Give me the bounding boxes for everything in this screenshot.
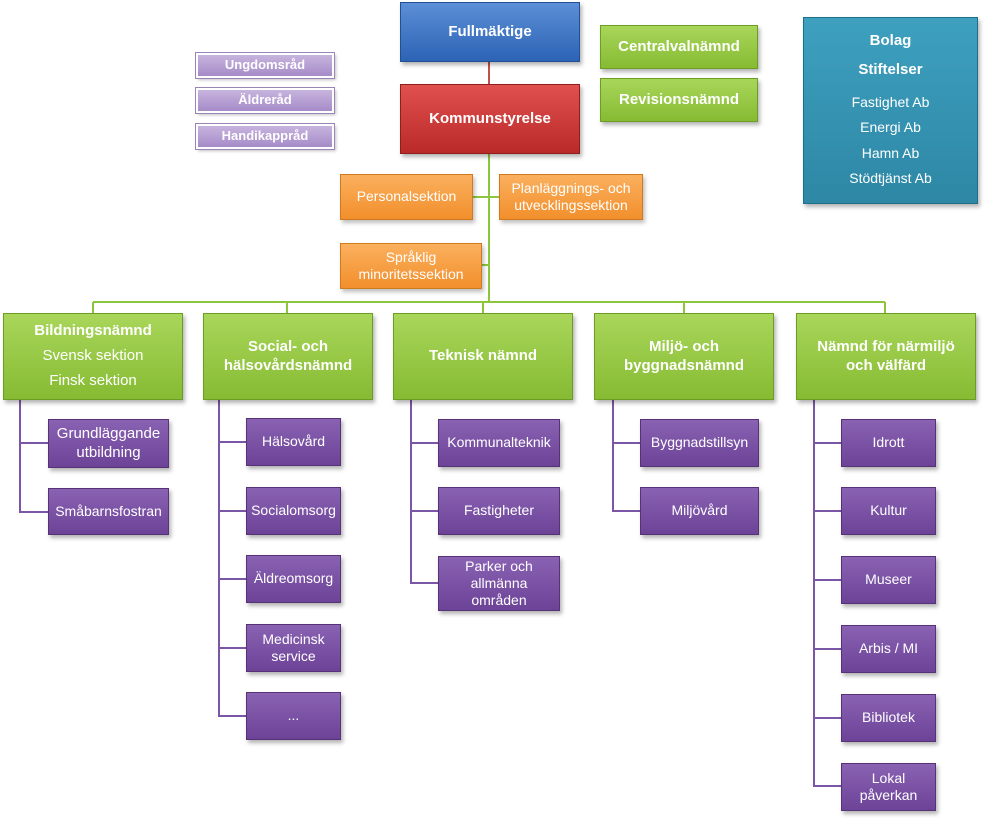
- audit-board-box: Revisionsnämnd: [600, 78, 758, 122]
- committee-title: Bildningsnämnd: [34, 322, 152, 340]
- council-label: Fullmäktige: [448, 22, 532, 40]
- unit-box: Kultur: [841, 487, 936, 535]
- committee-subsection: Svensk sektion: [42, 347, 144, 365]
- company-item: Fastighet Ab: [851, 93, 930, 110]
- council-box: Fullmäktige: [400, 2, 580, 62]
- company-item: Hamn Ab: [861, 144, 920, 161]
- unit-box: Hälsovård: [246, 418, 341, 466]
- unit-label: Lokal påverkan: [859, 769, 918, 804]
- committee-bildning: Bildningsnämnd Svensk sektion Finsk sekt…: [3, 313, 183, 400]
- bildning-bracket: [19, 400, 48, 513]
- committee-narmiljo: Nämnd för närmiljö och välfärd: [796, 313, 976, 400]
- committee-title: Miljö- och byggnadsnämnd: [624, 337, 745, 374]
- unit-box: Bibliotek: [841, 694, 936, 742]
- advisory-box-youth: Ungdomsråd: [195, 52, 335, 79]
- miljo-bracket: [612, 400, 640, 512]
- election-board-label: Centralvalnämnd: [618, 37, 740, 55]
- committee-miljo: Miljö- och byggnadsnämnd: [594, 313, 774, 400]
- minority-section-box: Språklig minoritetssektion: [340, 243, 482, 289]
- advisory-box-disability: Handikappråd: [195, 123, 335, 150]
- narmiljo-bracket: [813, 400, 841, 787]
- companies-title: Bolag: [869, 32, 912, 49]
- unit-box: Äldreomsorg: [246, 555, 341, 603]
- unit-label: Socialomsorg: [251, 502, 336, 519]
- teknisk-bracket: [410, 400, 438, 584]
- advisory-label: Äldreråd: [238, 92, 292, 108]
- unit-box: Arbis / MI: [841, 625, 936, 673]
- unit-box: Grundläggande utbildning: [48, 419, 169, 468]
- advisory-label: Ungdomsråd: [224, 57, 306, 73]
- social-bracket: [218, 400, 246, 717]
- unit-box: Fastigheter: [438, 487, 560, 535]
- advisory-box-elderly: Äldreråd: [195, 87, 335, 114]
- companies-box: Bolag Stiftelser Fastighet Ab Energi Ab …: [803, 17, 978, 204]
- unit-label: Byggnadstillsyn: [650, 434, 749, 451]
- company-item: Stödtjänst Ab: [849, 170, 932, 186]
- company-item: Energi Ab: [860, 119, 921, 135]
- committee-teknisk: Teknisk nämnd: [393, 313, 573, 400]
- minority-section-label: Språklig minoritetssektion: [358, 248, 464, 283]
- board-label: Kommunstyrelse: [429, 109, 551, 127]
- unit-box: ...: [246, 692, 341, 740]
- unit-box: Kommunalteknik: [438, 419, 560, 467]
- committee-title: Nämnd för närmiljö och välfärd: [817, 337, 955, 374]
- unit-box: Byggnadstillsyn: [640, 419, 759, 467]
- unit-box: Museer: [841, 556, 936, 604]
- unit-label: Småbarnsfostran: [55, 502, 162, 519]
- unit-box: Medicinsk service: [246, 624, 341, 672]
- planning-section-box: Planläggnings- och utvecklingssektion: [499, 174, 643, 220]
- unit-box: Socialomsorg: [246, 487, 341, 535]
- unit-label: Hälsovård: [261, 433, 326, 450]
- foundations-title: Stiftelser: [858, 60, 923, 78]
- committee-title: Teknisk nämnd: [428, 347, 538, 365]
- committee-social: Social- och hälsovårdsnämnd: [203, 313, 373, 400]
- planning-section-label: Planläggnings- och utvecklingssektion: [511, 179, 631, 214]
- unit-label: Bibliotek: [862, 709, 915, 726]
- unit-label: Museer: [865, 571, 912, 588]
- unit-label: Idrott: [872, 434, 905, 451]
- unit-label: Miljövård: [671, 502, 728, 519]
- unit-label: Äldreomsorg: [253, 570, 334, 587]
- unit-box: Idrott: [841, 419, 936, 467]
- audit-board-label: Revisionsnämnd: [618, 90, 740, 108]
- committee-title: Social- och hälsovårdsnämnd: [223, 337, 353, 374]
- unit-box: Småbarnsfostran: [48, 488, 169, 535]
- unit-label: Fastigheter: [463, 502, 535, 519]
- personal-section-label: Personalsektion: [356, 188, 457, 205]
- unit-box: Lokal påverkan: [841, 763, 936, 811]
- personal-section-box: Personalsektion: [340, 174, 473, 220]
- committee-subsection: Finsk sektion: [49, 371, 137, 389]
- unit-label: Medicinsk service: [262, 630, 325, 665]
- unit-box: Miljövård: [640, 487, 759, 535]
- election-board-box: Centralvalnämnd: [600, 25, 758, 69]
- unit-label: Grundläggande utbildning: [56, 424, 161, 461]
- unit-label: Arbis / MI: [858, 640, 919, 657]
- unit-label: Kommunalteknik: [447, 434, 551, 451]
- unit-label: Parker och allmänna områden: [465, 558, 533, 608]
- unit-box: Parker och allmänna områden: [438, 556, 560, 611]
- unit-label: Kultur: [870, 502, 907, 519]
- advisory-label: Handikappråd: [221, 128, 309, 144]
- unit-label: ...: [287, 707, 300, 724]
- board-box: Kommunstyrelse: [400, 84, 580, 154]
